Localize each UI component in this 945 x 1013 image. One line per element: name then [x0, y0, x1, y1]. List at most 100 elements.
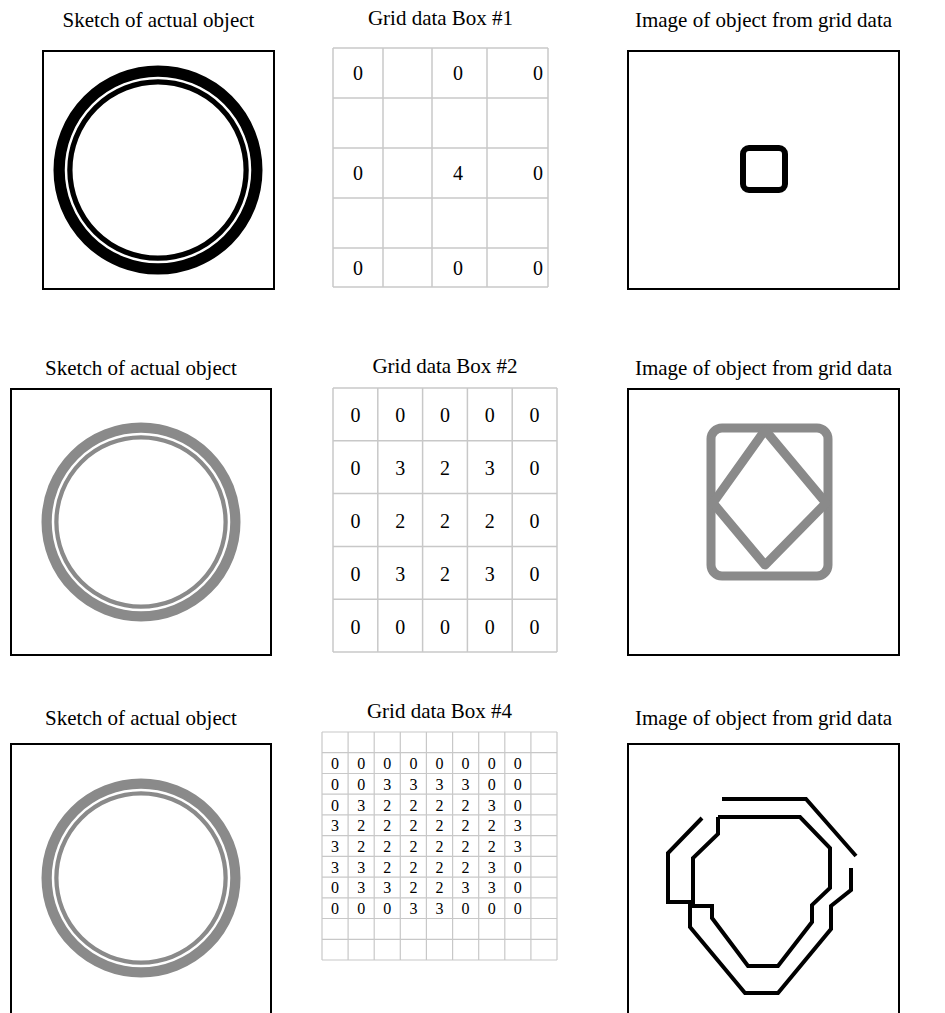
grid-value: 2: [436, 839, 444, 855]
grid-value: 0: [357, 777, 365, 793]
sketch-frame: Sketch of actual object: [10, 388, 272, 656]
grid-value: 4: [453, 163, 463, 183]
grid-value: 3: [331, 839, 339, 855]
grid-value: 0: [395, 617, 405, 637]
grid-value: 3: [485, 564, 495, 584]
grid-value: 0: [353, 258, 363, 278]
grid-value: 3: [409, 777, 417, 793]
grid-value: 2: [409, 860, 417, 876]
grid-value: 2: [436, 860, 444, 876]
grid-value: 3: [488, 880, 496, 896]
grid-value: 3: [436, 777, 444, 793]
grid-value: 3: [514, 818, 522, 834]
grid-value: 2: [462, 818, 470, 834]
grid-value: 0: [350, 511, 360, 531]
ring-gap: [53, 790, 229, 966]
grid-value: 2: [395, 511, 405, 531]
grid-value: 0: [357, 756, 365, 772]
grid-value: 0: [383, 901, 391, 917]
ring-sketch: [63, 75, 253, 265]
grid-value: 0: [453, 63, 463, 83]
grid-value: 0: [409, 756, 417, 772]
grid-value: 0: [530, 617, 540, 637]
grid-value: 2: [357, 839, 365, 855]
grid-value: 0: [533, 258, 543, 278]
ring-sketch: [50, 787, 232, 969]
ring-gap: [53, 434, 229, 610]
ring: [63, 75, 253, 265]
grid-value: 2: [488, 818, 496, 834]
grid-value: 0: [383, 756, 391, 772]
grid-value: 2: [383, 818, 391, 834]
grid-value: 2: [409, 880, 417, 896]
grid-box: Grid data Box #1: [333, 48, 548, 287]
grid-value: 0: [488, 777, 496, 793]
grid-value: 2: [383, 839, 391, 855]
grid-value: 0: [462, 901, 470, 917]
grid-value: 0: [530, 458, 540, 478]
grid-value: 0: [514, 901, 522, 917]
grid-value: 3: [357, 860, 365, 876]
panel-heading: Sketch of actual object: [45, 706, 237, 730]
grid-value: 2: [436, 818, 444, 834]
grid-value: 0: [331, 798, 339, 814]
grid-value: 0: [353, 63, 363, 83]
panel-heading: Sketch of actual object: [45, 356, 237, 380]
grid-value: 0: [514, 756, 522, 772]
panel-heading: Grid data Box #1: [368, 6, 513, 30]
grid-value: 0: [514, 860, 522, 876]
grid-value: 0: [350, 564, 360, 584]
grid-value: 0: [331, 777, 339, 793]
grid-value: 2: [462, 860, 470, 876]
image-frame: Image of object from grid data: [627, 743, 900, 1013]
grid-value: 0: [530, 405, 540, 425]
grid-value: 2: [462, 798, 470, 814]
grid-value: 2: [357, 818, 365, 834]
reconstructed-square: [743, 148, 785, 190]
grid-lines: [333, 48, 548, 287]
grid-value: 0: [357, 901, 365, 917]
grid-value: 3: [357, 880, 365, 896]
panel-heading: Image of object from grid data: [635, 356, 892, 380]
grid-value: 0: [462, 756, 470, 772]
grid-value: 0: [533, 163, 543, 183]
grid-value: 0: [440, 405, 450, 425]
ring-sketch: [50, 431, 232, 613]
grid-value: 3: [436, 901, 444, 917]
grid-value: 3: [488, 798, 496, 814]
image-frame: Image of object from grid data: [627, 388, 900, 656]
sketch-frame: Sketch of actual object: [42, 50, 275, 290]
grid-value: 3: [462, 880, 470, 896]
grid-value: 0: [530, 564, 540, 584]
panel-heading: Grid data Box #2: [372, 354, 517, 378]
ring: [50, 787, 232, 969]
grid-value: 0: [485, 617, 495, 637]
grid-value: 3: [395, 564, 405, 584]
image-frame: Image of object from grid data: [627, 50, 900, 290]
ring: [50, 431, 232, 613]
grid-value: 2: [383, 798, 391, 814]
panel-heading: Sketch of actual object: [63, 8, 255, 32]
grid-lines: [333, 388, 557, 652]
grid-value: 3: [331, 860, 339, 876]
grid-value: 3: [357, 798, 365, 814]
grid-value: 3: [331, 818, 339, 834]
grid-value: 0: [350, 458, 360, 478]
grid-value: 2: [436, 798, 444, 814]
grid-value: 2: [383, 860, 391, 876]
grid-value: 3: [383, 777, 391, 793]
grid-value: 2: [462, 839, 470, 855]
grid-value: 0: [488, 756, 496, 772]
panel-heading: Image of object from grid data: [635, 706, 892, 730]
grid-value: 0: [453, 258, 463, 278]
reconstructed-outline: [668, 799, 856, 993]
grid-value: 0: [485, 405, 495, 425]
grid-value: 2: [436, 880, 444, 896]
grid-value: 3: [395, 458, 405, 478]
grid-value: 3: [488, 860, 496, 876]
grid-value: 0: [440, 617, 450, 637]
grid-value: 2: [409, 839, 417, 855]
grid-value: 0: [331, 901, 339, 917]
grid-value: 3: [485, 458, 495, 478]
